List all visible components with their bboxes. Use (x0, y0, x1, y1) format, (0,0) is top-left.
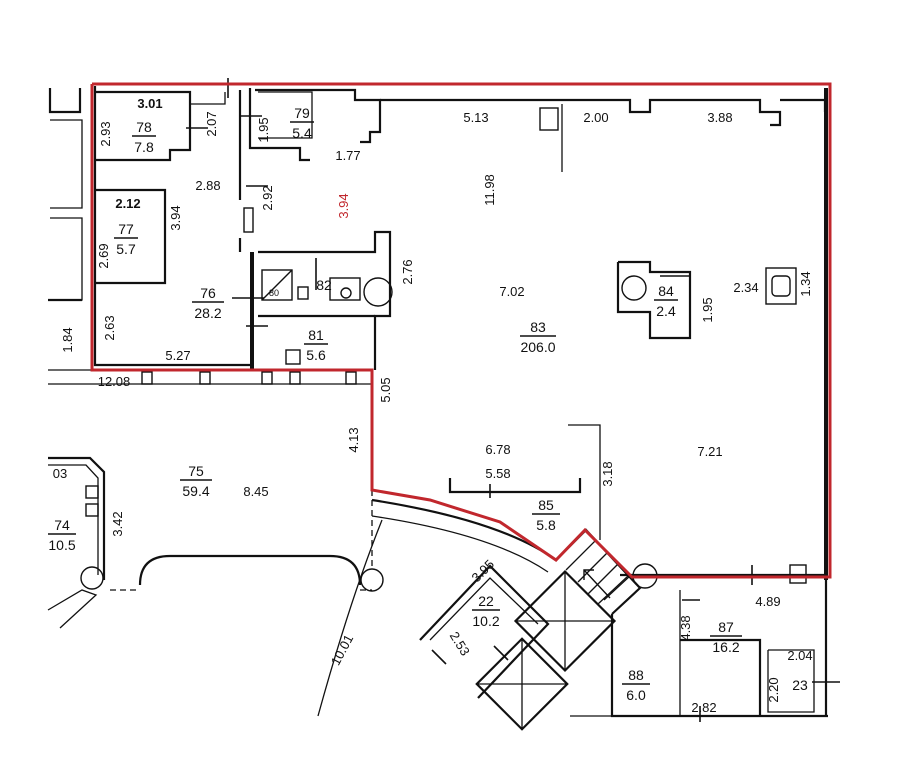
room-76-area: 28.2 (194, 305, 221, 321)
room-23-number: 23 (792, 677, 808, 693)
dim-184: 1.84 (60, 327, 75, 352)
dim-292: 2.92 (260, 185, 275, 210)
dim-288: 2.88 (195, 178, 220, 193)
dim-721: 7.21 (697, 444, 722, 459)
room-82-number: 82 (316, 277, 332, 293)
dim-80: 80 (269, 288, 279, 298)
room-84-number: 84 (658, 283, 674, 299)
dim-413: 4.13 (346, 427, 361, 452)
dim-134: 1.34 (798, 271, 813, 296)
dim-269: 2.69 (96, 243, 111, 268)
dim-207: 2.07 (204, 111, 219, 136)
dim-558: 5.58 (485, 466, 510, 481)
unit-boundary (90, 82, 832, 579)
dim-438: 4.38 (678, 615, 693, 640)
room-81-area: 5.6 (306, 347, 326, 363)
dim-845: 8.45 (243, 484, 268, 499)
dim-195b: 1.95 (700, 297, 715, 322)
dim-234: 2.34 (733, 280, 758, 295)
dim-388: 3.88 (707, 110, 732, 125)
dim-293: 2.93 (98, 121, 113, 146)
room-83-walls (380, 88, 828, 589)
dim-489: 4.89 (755, 594, 780, 609)
dim-505: 5.05 (378, 377, 393, 402)
dim-678: 6.78 (485, 442, 510, 457)
dimension-labels: 3.01 2.93 2.07 1.95 5.13 2.00 3.88 1.77 … (53, 96, 813, 715)
dim-220: 2.20 (766, 677, 781, 702)
dim-513: 5.13 (463, 110, 488, 125)
room-81-number: 81 (308, 327, 324, 343)
room-78-number: 78 (136, 119, 152, 135)
room-88-number: 88 (628, 667, 644, 683)
room-78-area: 7.8 (134, 139, 154, 155)
room-labels: 78 7.8 77 5.7 76 28.2 79 5.4 81 5.6 82 8… (48, 105, 808, 703)
room-76-number: 76 (200, 285, 216, 301)
room-77-number: 77 (118, 221, 134, 237)
dim-177: 1.77 (335, 148, 360, 163)
dim-212: 2.12 (115, 196, 140, 211)
dim-394b: 3.94 (168, 205, 183, 230)
room-85-number: 85 (538, 497, 554, 513)
dim-282: 2.82 (691, 700, 716, 715)
room-77-area: 5.7 (116, 241, 136, 257)
dim-342: 3.42 (110, 511, 125, 536)
room-79-number: 79 (294, 105, 310, 121)
room-22-number: 22 (478, 593, 494, 609)
room-83-number: 83 (530, 319, 546, 335)
dim-276: 2.76 (400, 259, 415, 284)
dim-301: 3.01 (137, 96, 162, 111)
dim-702: 7.02 (499, 284, 524, 299)
dim-263: 2.63 (102, 315, 117, 340)
dim-527: 5.27 (165, 348, 190, 363)
room-83-area: 206.0 (520, 339, 555, 355)
room-03-label: 03 (53, 466, 67, 481)
room-75-area: 59.4 (182, 483, 209, 499)
room-79-area: 5.4 (292, 125, 312, 141)
room-87-area: 16.2 (712, 639, 739, 655)
room-88-area: 6.0 (626, 687, 646, 703)
room-74-number: 74 (54, 517, 70, 533)
dim-204: 2.04 (787, 648, 812, 663)
lower-block-walls (317, 498, 840, 731)
dim-253: 2.53 (447, 629, 473, 658)
dim-1208: 12.08 (98, 374, 131, 389)
dim-318: 3.18 (600, 461, 615, 486)
left-neighbour-walls (48, 88, 83, 302)
dim-200: 2.00 (583, 110, 608, 125)
room-84-area: 2.4 (656, 303, 676, 319)
room-87-number: 87 (718, 619, 734, 635)
room-85-area: 5.8 (536, 517, 556, 533)
dim-1001: 10.01 (328, 632, 357, 668)
room-74-walls (47, 456, 106, 629)
room-75-number: 75 (188, 463, 204, 479)
room-74-area: 10.5 (48, 537, 75, 553)
dim-195a: 1.95 (256, 117, 271, 142)
room-22-area: 10.2 (472, 613, 499, 629)
dim-394a: 3.94 (336, 193, 351, 218)
rooms-79-81-82-walls (248, 88, 393, 370)
dim-1198: 11.98 (482, 174, 497, 206)
